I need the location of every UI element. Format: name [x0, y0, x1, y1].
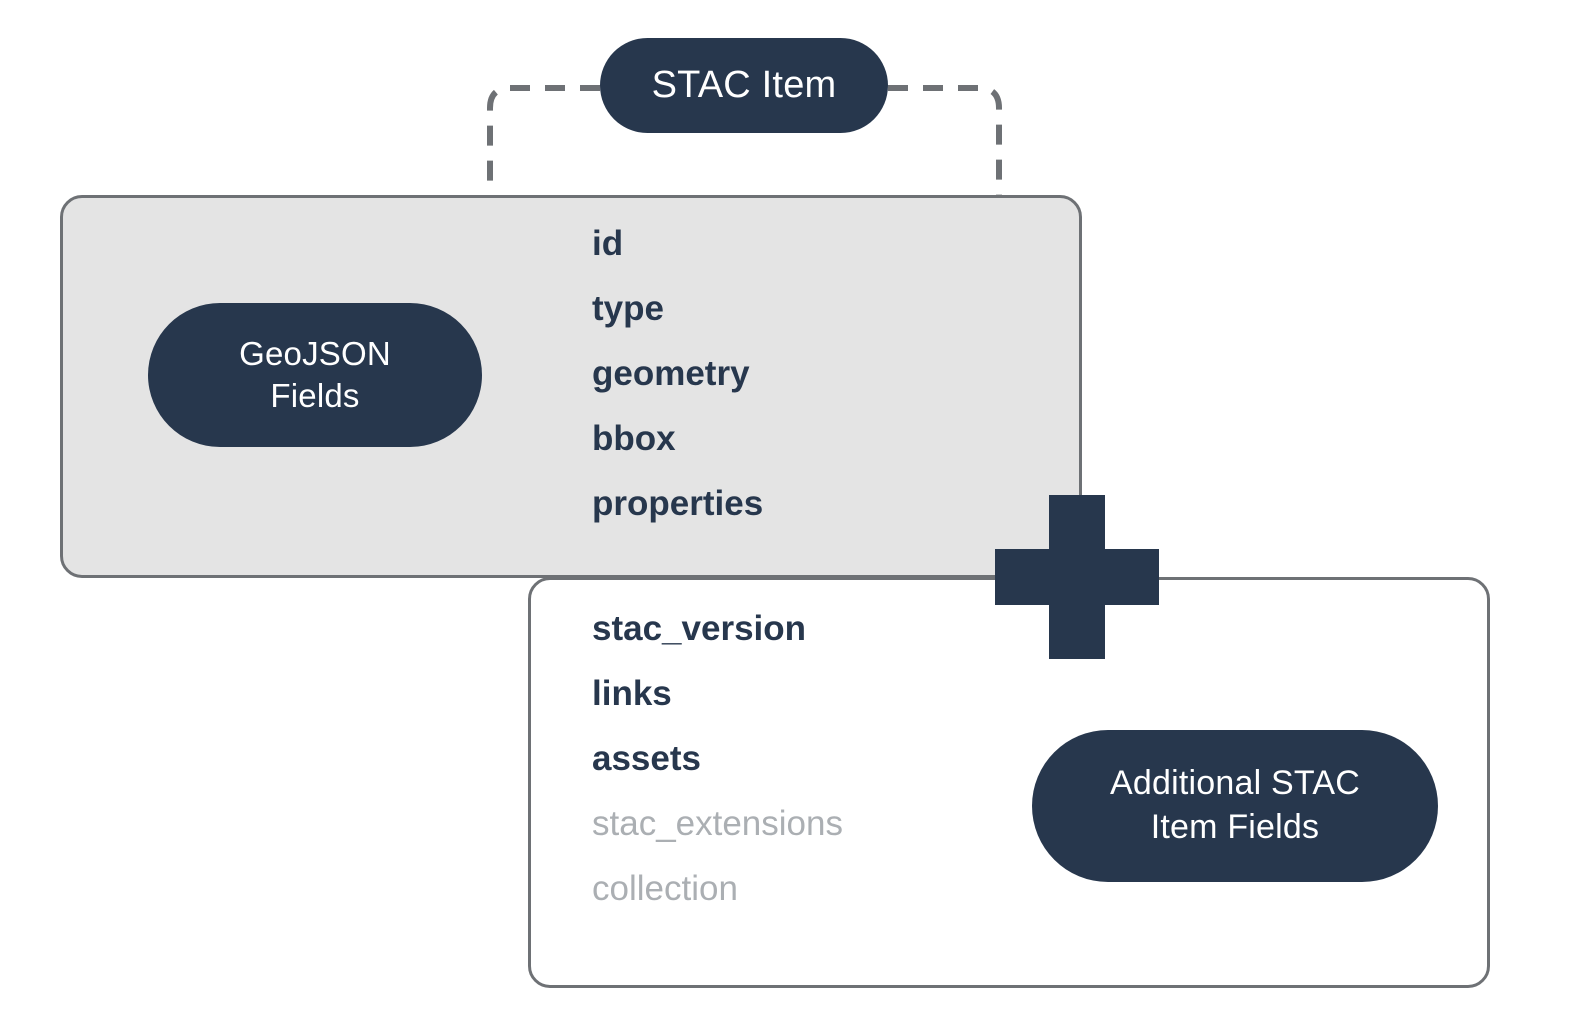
field-item-geometry: geometry [592, 354, 750, 393]
stac-item-label-pill: STAC Item [600, 38, 888, 133]
field-item-type: type [592, 289, 664, 328]
connector-left-dashed-line [487, 85, 600, 197]
additional-stac-field-list: stac_version links assets stac_extension… [592, 611, 843, 936]
additional-stac-item-fields-label-pill: Additional STAC Item Fields [1032, 730, 1438, 882]
geojson-fields-label-pill: GeoJSON Fields [148, 303, 482, 447]
field-item-links: links [592, 674, 672, 713]
field-item-stac-version: stac_version [592, 609, 807, 648]
field-item-properties: properties [592, 484, 764, 523]
field-item-collection: collection [592, 869, 738, 908]
geojson-pill-text-line-2: Fields [270, 377, 360, 414]
field-item-bbox: bbox [592, 419, 676, 458]
connector-right-dashed-line [888, 85, 1002, 197]
stac-item-pill-text: STAC Item [651, 64, 837, 107]
additional-pill-text-line-1: Additional STAC [1110, 764, 1360, 803]
geojson-pill-text-wrapper: GeoJSON Fields [239, 333, 391, 417]
field-item-id: id [592, 224, 624, 263]
additional-pill-text-wrapper: Additional STAC Item Fields [1110, 762, 1360, 849]
geojson-field-list: id type geometry bbox properties [592, 226, 763, 551]
plus-icon [995, 495, 1159, 659]
plus-icon-vertical-bar [1049, 495, 1105, 659]
field-item-stac-extensions: stac_extensions [592, 804, 843, 843]
geojson-pill-text-line-1: GeoJSON [239, 334, 391, 372]
field-item-assets: assets [592, 739, 701, 778]
additional-pill-text-line-2: Item Fields [1150, 808, 1320, 846]
